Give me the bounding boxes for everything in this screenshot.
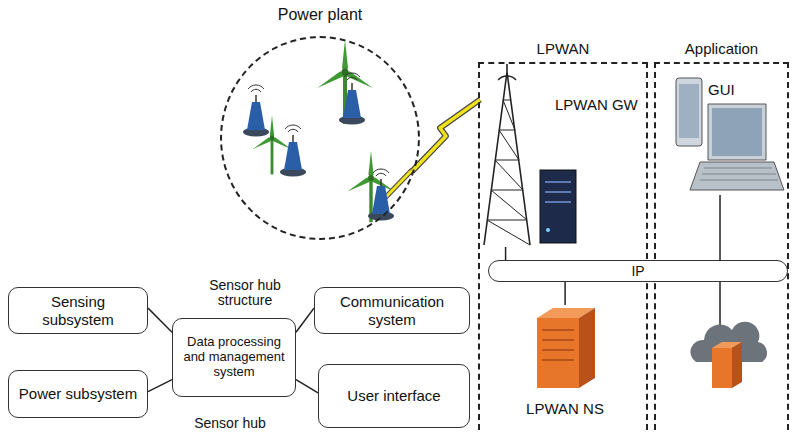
connector-path [148, 380, 172, 392]
ns-server-part [542, 330, 574, 360]
connector-line [565, 282, 566, 305]
tablet-part [676, 78, 702, 146]
connector-path [296, 308, 314, 332]
lattice-tower-part [498, 76, 516, 80]
node-label: LPWAN GW [555, 96, 638, 113]
wind-turbines [252, 40, 396, 222]
lattice-tower-part [484, 72, 530, 245]
node-label: GUI [708, 81, 735, 98]
connector-path [564, 282, 566, 305]
subsystem-box: Sensing subsystem [8, 287, 148, 334]
laptop-part [700, 168, 778, 180]
gateway-icon: LPWAN GW [480, 65, 645, 247]
sensor-hubs [243, 73, 394, 221]
connector-path [296, 380, 318, 393]
region-heading: Application [654, 40, 789, 57]
ns-server [537, 308, 595, 388]
radio-link [383, 170, 412, 200]
connector-line [296, 308, 314, 332]
tablet-part [679, 84, 699, 138]
node-label: LPWAN NS [515, 400, 615, 417]
connector-line [148, 380, 172, 392]
node-label: Power subsystem [19, 385, 137, 402]
laptop-part [712, 108, 762, 156]
application-region: ApplicationGUI [654, 40, 789, 434]
region-heading: Power plant [220, 6, 420, 24]
node-label: Data processing and management system [180, 335, 288, 380]
wind-turbines-part [346, 151, 396, 222]
connector-path [148, 308, 172, 332]
radio-link [383, 170, 412, 200]
cloud-server [690, 322, 766, 388]
lattice-tower-part [487, 100, 530, 245]
network-wire [719, 282, 721, 330]
node-label: IP [631, 263, 644, 279]
connector-line [720, 195, 721, 260]
wireless-link-outline [412, 100, 480, 172]
ns-server-part [579, 308, 595, 388]
dashed-frame [654, 62, 789, 434]
wireless-link [412, 100, 480, 172]
region-heading: LPWAN [478, 40, 648, 57]
gateway-server [540, 170, 576, 243]
connector-line [296, 380, 318, 393]
node-label: Communication system [322, 293, 462, 328]
subsystem-box: User interface [318, 364, 470, 428]
dashed-frame [478, 62, 648, 434]
network-server-icon: LPWAN NS [515, 305, 615, 423]
subsystem-box: Communication system [314, 287, 470, 334]
connector-path [505, 247, 507, 260]
cloud-server-part [732, 342, 742, 388]
dashed-circle [220, 36, 420, 240]
power-plant-region: Power plant [220, 6, 420, 240]
laptop-part [708, 104, 766, 160]
lattice-tower [484, 64, 530, 245]
gateway-server-part [545, 201, 571, 203]
subsystem-box: Power subsystem [8, 370, 148, 418]
node-label: User interface [347, 387, 440, 404]
gateway-server-part [540, 170, 576, 243]
sensor-hubs-part [280, 125, 306, 177]
gateway-server-part [546, 228, 550, 232]
cloud-server-part [712, 348, 732, 388]
laptop [690, 104, 784, 190]
network-region: LPWAN LPWAN GW LPWAN NS [478, 40, 648, 434]
structure-label: Sensor hub [170, 416, 290, 431]
sensor-hubs-part [243, 85, 269, 137]
lattice-tower-part [506, 64, 508, 72]
wireless-link-bolt [412, 100, 480, 172]
gateway-server-part [545, 181, 571, 183]
gui-icon: GUI [672, 75, 778, 195]
tablet [676, 78, 702, 146]
ns-server-part [537, 318, 579, 388]
node-label: Sensing subsystem [16, 293, 140, 328]
sensor-hubs-part [339, 73, 365, 125]
connector-line [505, 247, 506, 260]
structure-label: Sensor hub structure [190, 278, 300, 309]
ip-bus: IP [488, 260, 788, 282]
wind-turbines-part [316, 40, 374, 124]
processing-box: Data processing and management system [172, 318, 296, 397]
connector-line [148, 308, 172, 332]
laptop-part [690, 162, 784, 190]
gateway-server-part [545, 191, 571, 193]
sensor-hubs-part [368, 169, 394, 221]
connector-path [719, 195, 721, 260]
